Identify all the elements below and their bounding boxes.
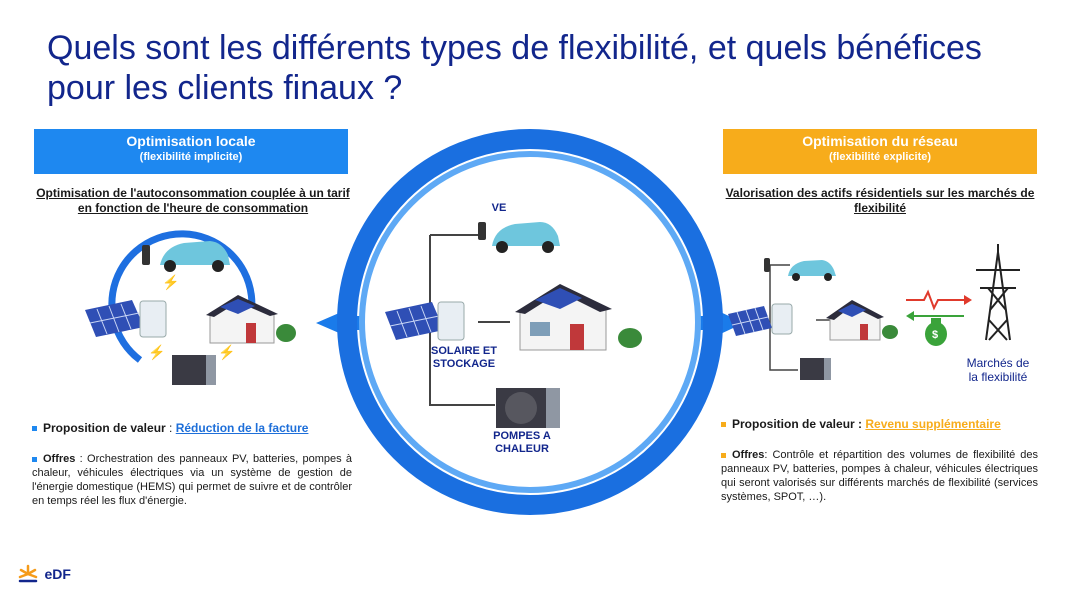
edf-logo: eDF [16,564,71,584]
heat-pump-icon [496,388,560,428]
local-value-label: Proposition de valeur [43,421,166,435]
network-offers: Offres: Contrôle et répartition des volu… [721,448,1038,504]
banner-network-subtitle: (flexibilité explicite) [828,151,932,163]
banner-network-title: Optimisation du réseau [802,133,958,149]
house-icon [515,284,642,351]
flexibility-markets-label: Marchés de la flexibilité [948,356,1048,384]
heat-pump-line-1: POMPES A [493,430,551,442]
solar-panel-icon [385,302,444,340]
edf-logo-text: eDF [44,566,71,582]
bullet-icon [721,452,726,458]
local-heat-pump-icon [172,355,216,385]
network-car-icon [788,260,836,281]
network-ev-charger-icon [764,258,770,272]
local-value-separator: : [165,421,176,435]
ve-label: VE [491,202,507,214]
heat-pump-line-2: CHALEUR [495,443,549,455]
local-ev-charger-icon [142,245,150,265]
local-offers-label: Offres [43,453,76,465]
network-battery-icon [771,303,793,335]
local-car-icon [160,241,230,272]
bullet-icon [721,422,726,428]
flexibility-markets-line-1: Marchés de [966,356,1030,370]
car-icon [492,222,560,253]
edf-sun-icon [18,564,38,583]
network-heading: Valorisation des actifs résidentiels sur… [725,186,1035,215]
network-heat-pump-icon [800,358,831,380]
battery-icon [437,301,465,341]
local-illustration: ⚡ ⚡ ⚡ [85,230,296,385]
lightning-icon-2: ⚡ [148,344,165,361]
page-title: Quels sont les différents types de flexi… [47,29,982,107]
banner-local-subtitle: (flexibilité implicite) [139,151,243,163]
banner-local-title: Optimisation locale [126,133,256,149]
local-offers-text: : Orchestration des panneaux PV, batteri… [32,453,352,507]
solar-storage-line-2: STOCKAGE [432,358,496,370]
bill-reduction-link[interactable]: Réduction de la facture [175,421,309,435]
network-value-label: Proposition de valeur : [732,417,863,431]
lightning-icon-3: ⚡ [218,344,235,361]
local-heading: Optimisation de l'autoconsommation coupl… [36,186,350,215]
banner-network-optimisation: Optimisation du réseau (flexibilité expl… [723,129,1037,174]
extra-revenue-link[interactable]: Revenu supplémentaire [865,417,1001,431]
local-value-proposition: Proposition de valeur : Réduction de la … [32,421,362,436]
solar-storage-line-1: SOLAIRE ET [430,345,497,357]
network-offers-label: Offres [732,449,765,461]
network-offers-text: : Contrôle et répartition des volumes de… [721,449,1038,503]
central-ring-inner [359,151,701,493]
solar-storage-label: SOLAIRE ET STOCKAGE [426,345,502,371]
local-house-icon [206,295,296,344]
local-offers: Offres : Orchestration des panneaux PV, … [32,452,352,508]
local-solar-panel-icon [85,300,144,337]
network-illustration: $ [728,244,1020,380]
network-house-icon [826,300,898,341]
network-solar-panel-icon [728,306,772,336]
bullet-icon [32,426,37,432]
signal-icon [906,289,964,311]
flexibility-markets-line-2: la flexibilité [968,370,1028,384]
ev-charger-icon [478,222,486,240]
banner-local-optimisation: Optimisation locale (flexibilité implici… [34,129,348,174]
svg-text:$: $ [932,329,938,341]
lightning-icon: ⚡ [162,274,179,291]
right-connector-arrow [716,310,744,336]
heat-pump-label: POMPES A CHALEUR [482,430,562,456]
local-battery-icon [139,300,167,338]
power-pylon-icon [976,244,1020,341]
bullet-icon [32,456,37,462]
money-bag-icon: $ [925,318,947,346]
network-value-proposition: Proposition de valeur : Revenu supplémen… [721,417,1051,432]
central-ring [337,129,723,515]
